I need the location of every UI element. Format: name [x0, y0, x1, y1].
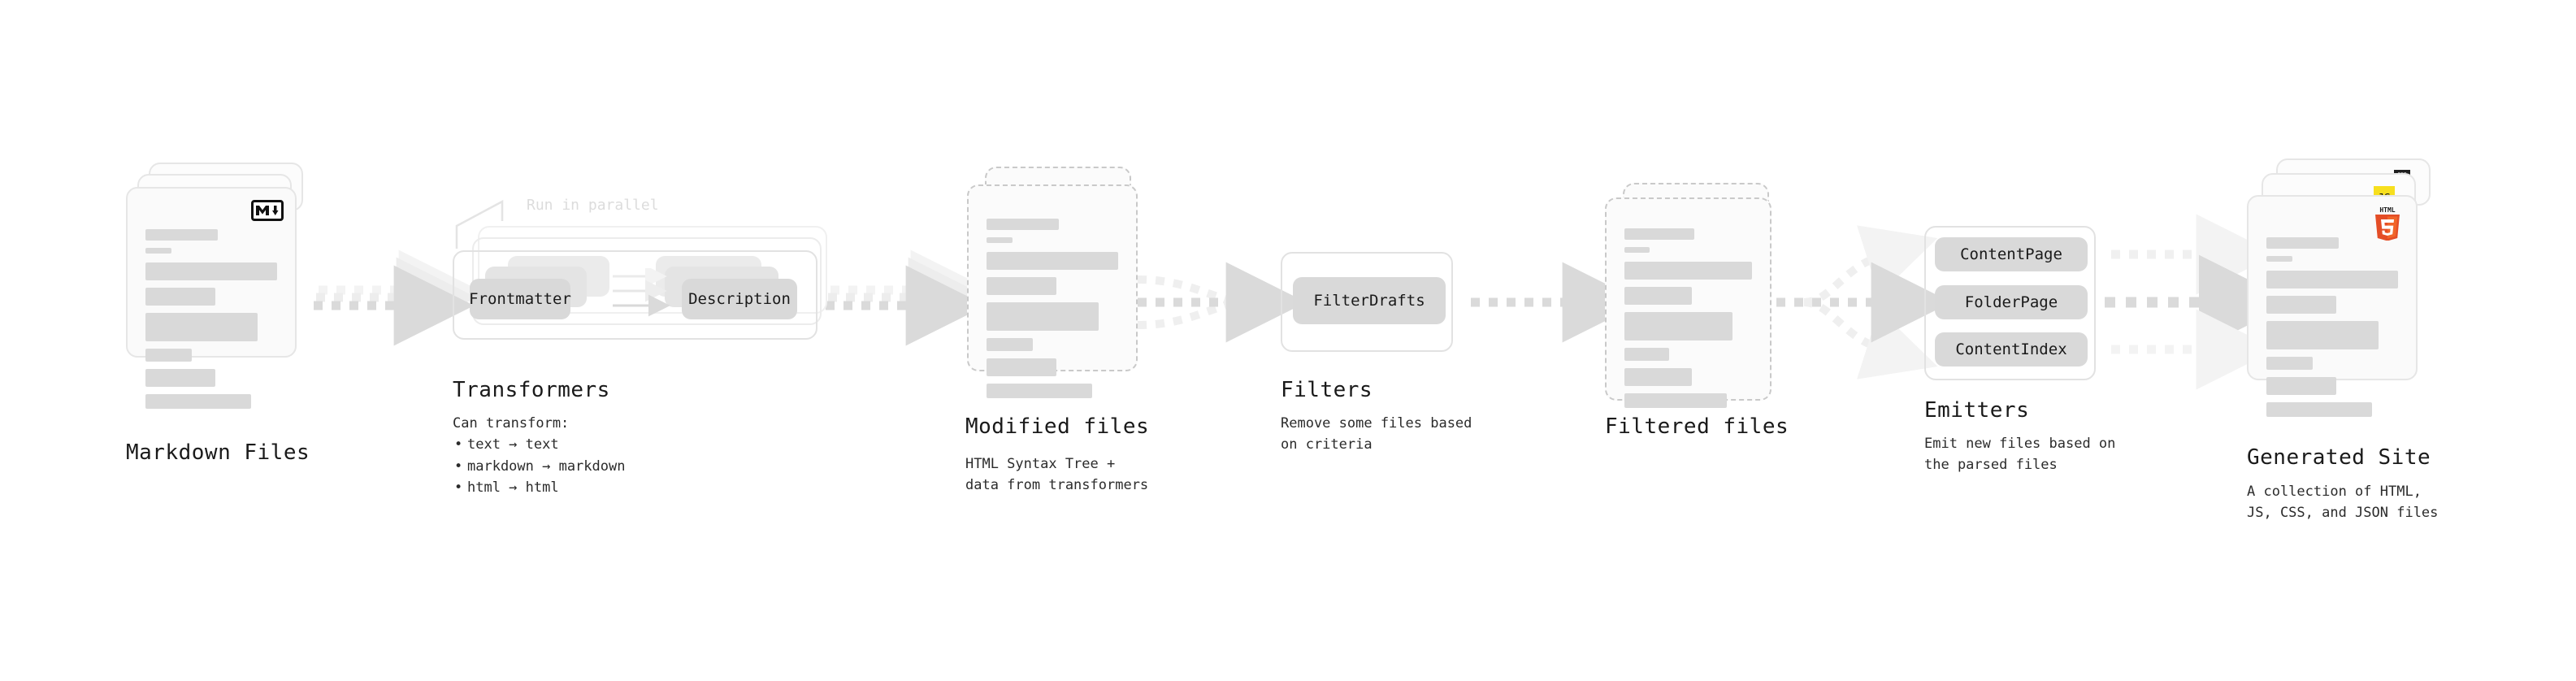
- card-skeleton: [2266, 237, 2398, 424]
- stage-desc-filters: Remove some files based on criteria: [1281, 415, 1472, 453]
- stage-desc-transformers: Can transform: text → text markdown → ma…: [453, 413, 721, 499]
- html5-icon: HTML: [2372, 205, 2403, 244]
- stage-title-generated-site: Generated Site: [2247, 445, 2431, 470]
- transformer-chip-frontmatter[interactable]: Frontmatter: [469, 279, 571, 319]
- transform-bullet: markdown → markdown: [454, 456, 721, 478]
- parallel-bracket: [455, 199, 504, 249]
- html5-glyph: HTML: [2375, 206, 2400, 241]
- stage-title-modified-files: Modified files: [965, 414, 1150, 439]
- stage-title-emitters: Emitters: [1924, 398, 2030, 423]
- card-front: [967, 184, 1138, 398]
- connector-markdown-to-transformers: [314, 249, 479, 346]
- card-skeleton: [145, 229, 277, 416]
- connector-emitters-to-site: [2105, 214, 2294, 390]
- card-front: [1605, 197, 1772, 408]
- transformer-group-front: [453, 250, 817, 340]
- filter-group-front: [1281, 252, 1453, 352]
- transformer-inner-arrows: [613, 268, 670, 317]
- parallel-note: Run in parallel: [527, 197, 659, 214]
- svg-text:HTML: HTML: [2379, 206, 2395, 214]
- markdown-icon: [251, 200, 284, 221]
- stage-title-filters: Filters: [1281, 378, 1373, 402]
- connector-filtered-to-emitters: [1776, 225, 1952, 380]
- connector-transformers-to-modified: [826, 249, 991, 346]
- stage-desc-emitters: Emit new files based on the parsed files: [1924, 436, 2116, 474]
- transform-intro: Can transform:: [453, 415, 570, 432]
- connector-modified-to-filters: [1137, 262, 1307, 343]
- stage-title-filtered-files: Filtered files: [1605, 414, 1789, 439]
- emitter-chip-folderpage[interactable]: FolderPage: [1935, 285, 2088, 319]
- transform-bullet-list: text → text markdown → markdown html → h…: [453, 434, 721, 498]
- transformer-chip-description[interactable]: Description: [682, 279, 797, 319]
- transform-bullet: text → text: [454, 434, 721, 456]
- markdown-glyph: [256, 206, 279, 215]
- card-skeleton: [1624, 228, 1752, 415]
- emitter-group-front: [1924, 226, 2096, 380]
- transform-bullet: html → html: [454, 477, 721, 499]
- stage-title-markdown-files: Markdown Files: [126, 440, 310, 465]
- card-front: [126, 187, 297, 409]
- emitter-chip-contentpage[interactable]: ContentPage: [1935, 237, 2088, 271]
- card-skeleton: [987, 219, 1118, 406]
- stage-title-transformers: Transformers: [453, 378, 610, 402]
- filter-chip-filterdrafts[interactable]: FilterDrafts: [1293, 277, 1446, 324]
- card-front-html: HTML: [2247, 195, 2418, 417]
- stage-desc-generated-site: A collection of HTML, JS, CSS, and JSON …: [2247, 484, 2439, 522]
- emitter-chip-contentindex[interactable]: ContentIndex: [1935, 332, 2088, 367]
- stage-desc-modified-files: HTML Syntax Tree + data from transformer…: [965, 456, 1149, 494]
